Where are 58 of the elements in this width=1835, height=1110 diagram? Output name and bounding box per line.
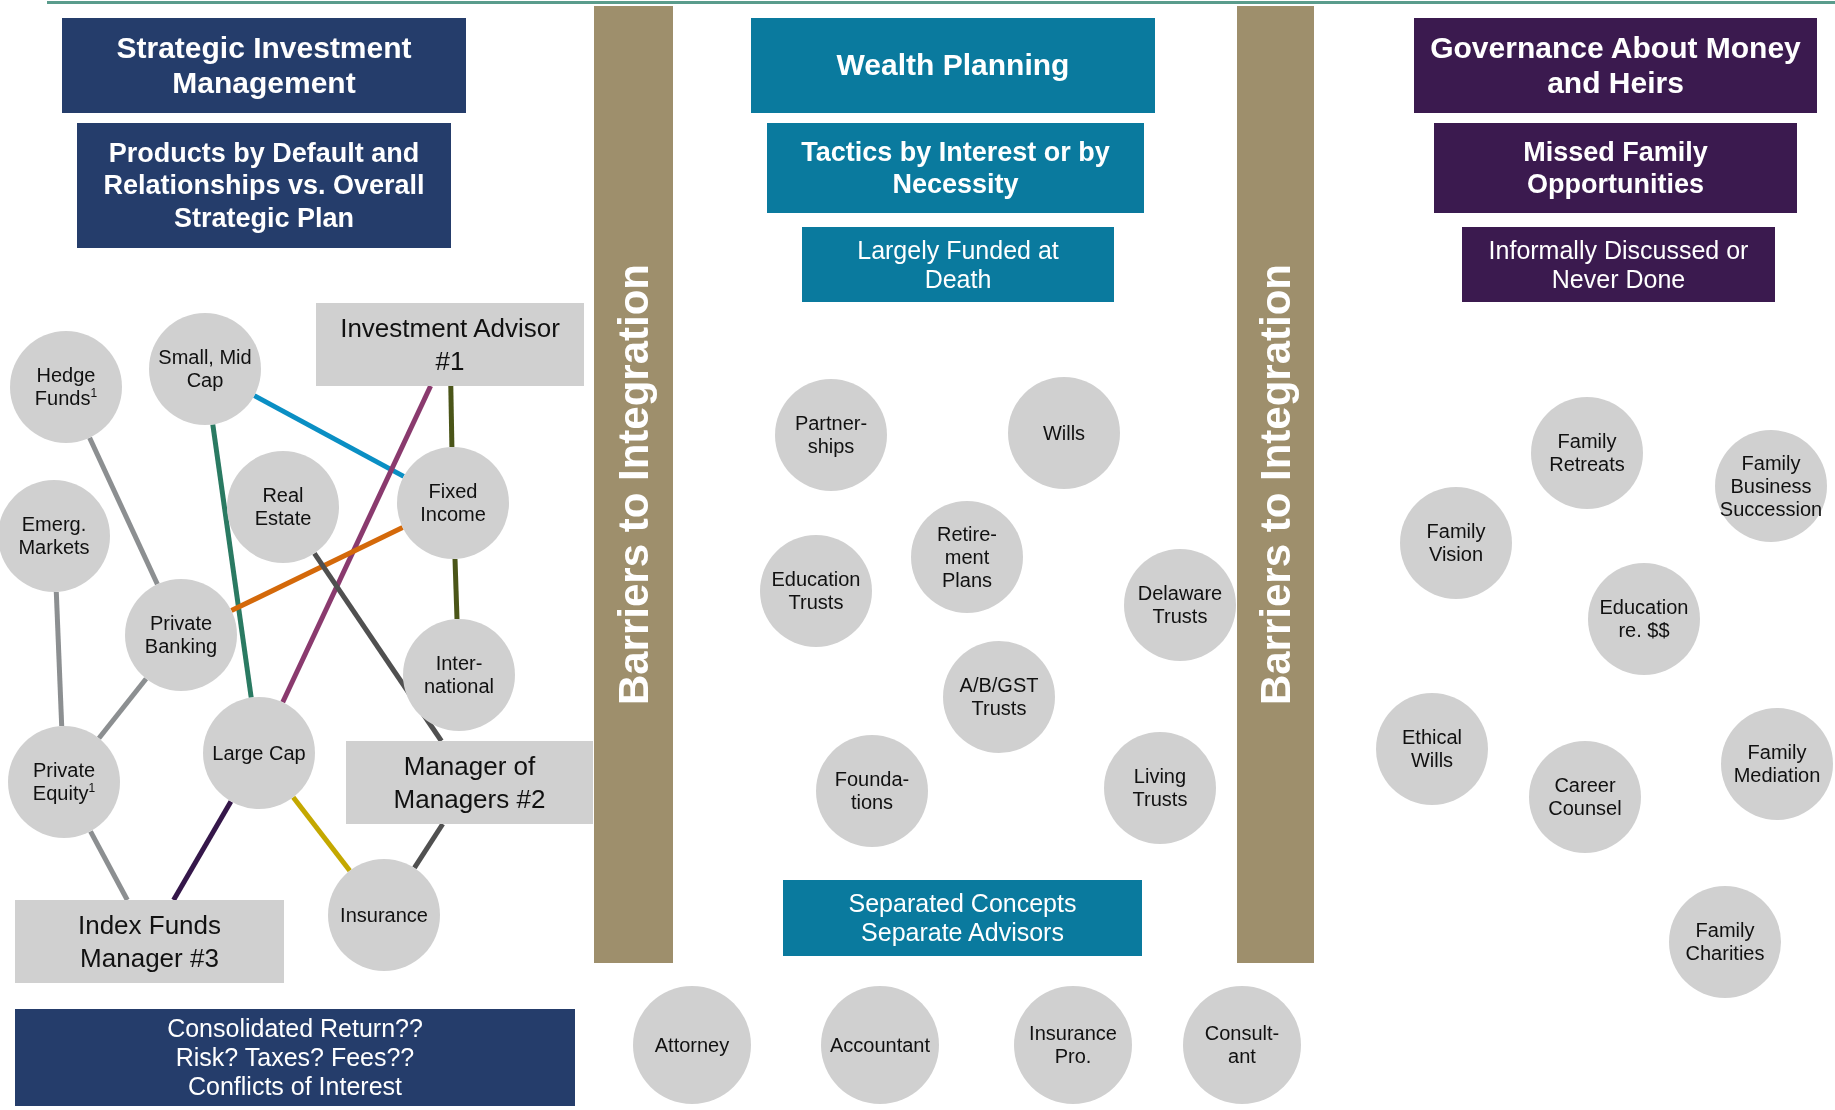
topic-circle: Large Cap (203, 697, 315, 809)
subheading-banner: Tactics by Interest or by Necessity (767, 123, 1144, 213)
topic-circle: Family Retreats (1531, 397, 1643, 509)
connector-line (210, 424, 254, 698)
heading-banner: Wealth Planning (751, 18, 1155, 113)
topic-circle: Insurance (328, 859, 440, 971)
connector-line (230, 525, 404, 613)
advisor-box: Index Funds Manager #3 (15, 900, 284, 983)
subheading-banner: Products by Default and Relationships vs. Overall Strategic Plan (77, 123, 451, 248)
connector-line (280, 384, 433, 704)
heading-banner: Governance About Money and Heirs (1414, 18, 1817, 113)
topic-circle: Career Counsel (1529, 741, 1641, 853)
connector-line (253, 393, 405, 479)
connector-line (87, 436, 160, 586)
connector-line (412, 822, 445, 870)
topic-circle: Real Estate (227, 451, 339, 563)
subheading-banner: Missed Family Opportunities (1434, 123, 1797, 213)
advisor-box: Investment Advisor #1 (316, 303, 584, 386)
topic-circle: Fixed Income (397, 447, 509, 559)
topic-circle: Education re. $$ (1588, 563, 1700, 675)
topic-circle: Insurance Pro. (1014, 986, 1132, 1104)
topic-circle: Ethical Wills (1376, 693, 1488, 805)
topic-circle: Consult- ant (1183, 986, 1301, 1104)
topic-circle: Family Mediation (1721, 708, 1833, 820)
note-banner: Separated Concepts Separate Advisors (783, 880, 1142, 956)
topic-circle: Hedge Funds$^{1}$ (10, 331, 122, 443)
topic-circle: Attorney (633, 986, 751, 1104)
topic-circle: Inter- national (403, 619, 515, 731)
topic-circle: Founda- tions (816, 735, 928, 847)
topic-circle: Family Business Succession (1715, 430, 1827, 542)
barrier-band: Barriers to Integration (594, 6, 673, 963)
topic-circle: Partner- ships (775, 379, 887, 491)
connector-line (171, 800, 234, 902)
topic-circle: Private Equity$^{1}$ (8, 726, 120, 838)
connector-line (88, 830, 130, 902)
connector-line (96, 677, 149, 740)
note-banner: Consolidated Return?? Risk? Taxes? Fees?? Conflicts of Interest (15, 1009, 575, 1106)
connector-line (291, 795, 352, 873)
connector-line (448, 385, 455, 448)
topic-circle: Living Trusts (1104, 732, 1216, 844)
note-banner: Informally Discussed or Never Done (1462, 227, 1775, 302)
topic-circle: Education Trusts (760, 535, 872, 647)
connector-line (312, 552, 444, 743)
topic-circle: Retire- ment Plans (911, 501, 1023, 613)
topic-circle: Small, Mid Cap (149, 313, 261, 425)
topic-circle: Family Charities (1669, 886, 1781, 998)
connector-line (452, 558, 460, 620)
topic-circle: A/B/GST Trusts (943, 641, 1055, 753)
topic-circle: Accountant (821, 986, 939, 1104)
topic-circle: Wills (1008, 377, 1120, 489)
barrier-band: Barriers to Integration (1237, 6, 1314, 963)
topic-circle: Private Banking (125, 579, 237, 691)
heading-banner: Strategic Investment Management (62, 18, 466, 113)
topic-circle: Delaware Trusts (1124, 549, 1236, 661)
topic-circle: Family Vision (1400, 487, 1512, 599)
connector-line (53, 591, 65, 727)
note-banner: Largely Funded at Death (802, 227, 1114, 302)
advisor-box: Manager of Managers #2 (346, 741, 593, 824)
